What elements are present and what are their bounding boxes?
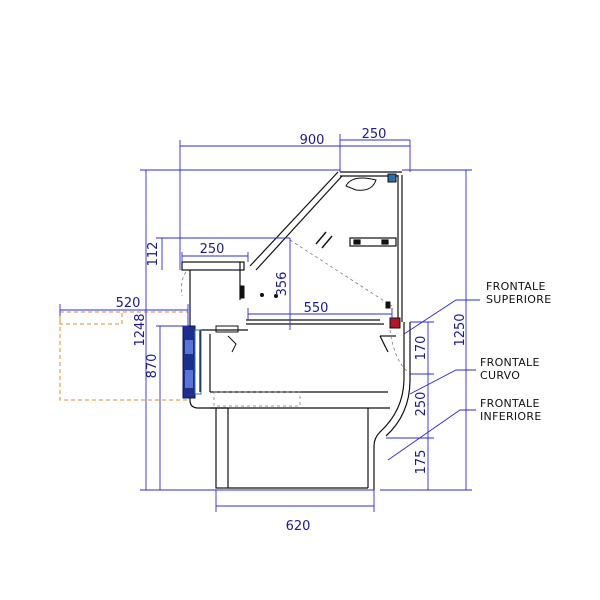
dim-shelf-height: 356 bbox=[275, 272, 290, 297]
glass-reflection bbox=[315, 231, 333, 249]
dim-height-mid: 870 bbox=[145, 354, 160, 379]
dim-front-curved: 250 bbox=[414, 392, 429, 417]
canopy-lamp bbox=[345, 173, 397, 191]
counter-extension-outline bbox=[59, 311, 189, 401]
dim-shelf-depth: 250 bbox=[200, 242, 225, 257]
dim-top-depth: 250 bbox=[362, 127, 387, 142]
label-frontale-curvo-line2: CURVO bbox=[480, 369, 520, 382]
dim-front-upper: 170 bbox=[414, 336, 429, 361]
label-frontale-inferiore-line1: FRONTALE bbox=[480, 397, 540, 410]
dim-height-left: 1248 bbox=[133, 313, 148, 346]
shelf-tag bbox=[349, 237, 397, 247]
label-frontale-curvo-line1: FRONTALE bbox=[480, 356, 540, 369]
part-callouts: FRONTALE SUPERIORE FRONTALE CURVO FRONTA… bbox=[480, 280, 551, 423]
dim-glass-depth: 550 bbox=[304, 301, 329, 316]
dim-counter-extension: 520 bbox=[116, 296, 141, 311]
dim-width-total: 900 bbox=[300, 133, 325, 148]
dashed-details bbox=[181, 239, 409, 407]
label-frontale-inferiore-line2: INFERIORE bbox=[480, 410, 542, 423]
dim-height-upper: 112 bbox=[146, 242, 161, 267]
dim-front-lower: 175 bbox=[414, 450, 429, 475]
cabinet-outline bbox=[181, 171, 411, 490]
dimension-labels: 900 250 250 550 520 620 112 356 1248 870… bbox=[116, 127, 468, 534]
dimension-lines bbox=[59, 134, 472, 512]
label-frontale-superiore-line1: FRONTALE bbox=[486, 280, 546, 293]
dim-base-width: 620 bbox=[286, 519, 311, 534]
label-frontale-superiore-line2: SUPERIORE bbox=[486, 293, 551, 306]
dim-height-right: 1250 bbox=[453, 313, 468, 346]
control-panel bbox=[182, 325, 202, 399]
leader-lines bbox=[387, 299, 480, 461]
rear-fixtures bbox=[215, 285, 401, 353]
